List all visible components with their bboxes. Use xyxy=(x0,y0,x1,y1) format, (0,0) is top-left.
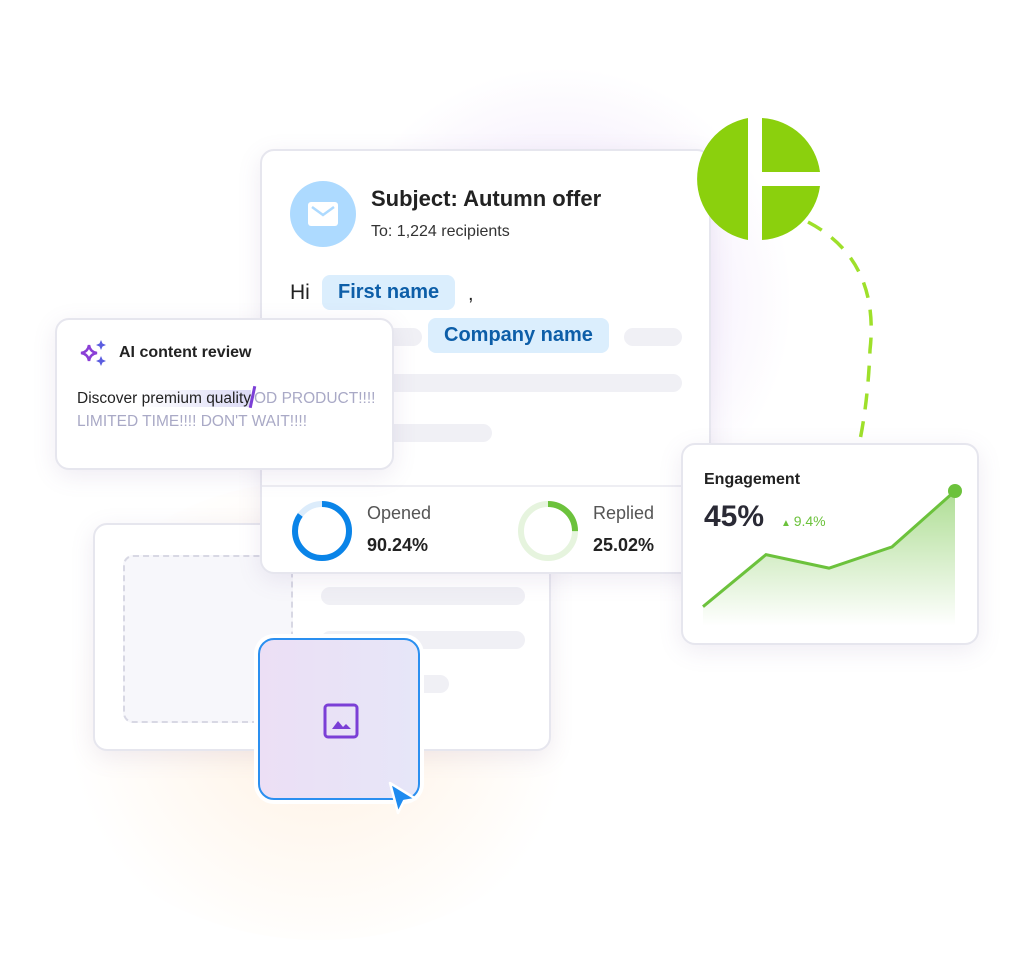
up-arrow-icon: ▲ xyxy=(781,518,794,529)
stat-opened: Opened 90.24% xyxy=(290,499,490,563)
removed-text: PRODUCT!!!! LIMITED TIME!!!! DON'T WAIT!… xyxy=(77,390,376,430)
engagement-value: 45% xyxy=(704,500,765,533)
progress-ring xyxy=(292,501,352,561)
pie-chart-logo-icon xyxy=(697,118,873,441)
first-name-tag[interactable]: First name xyxy=(322,275,456,310)
comma: , xyxy=(468,283,474,305)
chart-line xyxy=(702,489,956,608)
greeting: Hi xyxy=(290,281,310,304)
progress-ring xyxy=(518,501,578,561)
mail-icon xyxy=(308,202,338,226)
ai-review-title: AI content review xyxy=(119,344,252,361)
email-subject: Subject: Autumn offer xyxy=(371,186,602,211)
engagement-card: Engagement 45% ▲ 9.4% xyxy=(681,443,979,645)
chart-area xyxy=(703,491,955,626)
stat-label: Replied xyxy=(593,503,655,523)
email-avatar xyxy=(290,181,356,247)
cursor-icon xyxy=(388,781,418,815)
removed-text: OD xyxy=(254,390,278,407)
chart-point xyxy=(948,484,962,498)
ai-review-card: AI content review Discover premium quali… xyxy=(55,318,394,470)
stat-label: Opened xyxy=(367,503,432,523)
image-placeholder-tile[interactable] xyxy=(258,638,420,800)
company-name-tag[interactable]: Company name xyxy=(428,318,609,353)
kept-text: Discover premium quality xyxy=(77,390,251,407)
engagement-chart xyxy=(702,484,962,626)
engagement-title: Engagement xyxy=(704,471,801,488)
stat-value: 90.24% xyxy=(367,535,429,555)
image-icon xyxy=(323,703,359,739)
engagement-delta: ▲ 9.4% xyxy=(781,513,826,529)
delta-value: 9.4% xyxy=(793,513,826,529)
stat-replied: Replied 25.02% xyxy=(516,499,716,563)
email-recipients: To: 1,224 recipients xyxy=(371,223,510,240)
sparkle-icon xyxy=(80,340,106,366)
stat-value: 25.02% xyxy=(593,535,655,555)
